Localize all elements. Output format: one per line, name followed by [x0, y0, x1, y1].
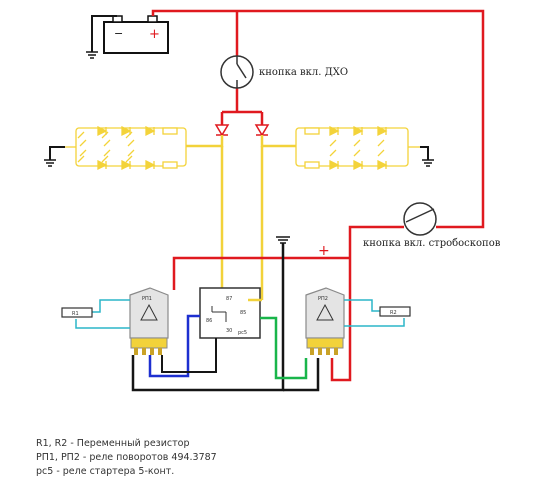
- black-relay-link: [161, 338, 217, 373]
- led-right-ground-wire: [420, 146, 429, 160]
- legend-line-2: РП1, РП2 - реле поворотов 494.3787: [36, 452, 217, 463]
- resistor-r2-label: R2: [390, 310, 397, 316]
- legend-line-3: рс5 - реле стартера 5-конт.: [36, 466, 175, 477]
- led-left-ground-wire: [49, 146, 65, 160]
- pin-30: 30: [226, 328, 232, 334]
- resistor-r2: [379, 306, 411, 317]
- legend-line-1: R1, R2 - Переменный резистор: [36, 438, 190, 449]
- resistor-r2-circuit: [344, 299, 405, 327]
- flasher-relay-rp1: [129, 287, 169, 355]
- battery: − +: [103, 15, 169, 54]
- pin-87: 87: [226, 296, 232, 302]
- resistor-r1-circuit: [75, 299, 130, 329]
- yellow-wires: [186, 135, 296, 300]
- plus-mark: +: [318, 243, 330, 259]
- legend: R1, R2 - Переменный резистор РП1, РП2 - …: [36, 437, 217, 479]
- led-array-right: [295, 125, 420, 171]
- led-array-left: [65, 125, 187, 171]
- red-right-relay-out: [330, 258, 352, 382]
- diode-left: [214, 124, 230, 137]
- strobe-button-switch: [403, 202, 437, 236]
- diode-right: [254, 124, 270, 137]
- drl-button-switch: [220, 55, 254, 89]
- battery-minus-sign: −: [114, 27, 123, 40]
- blue-wire: [148, 314, 200, 378]
- ground-symbol-right: [422, 159, 434, 167]
- green-wire: [260, 316, 308, 380]
- ground-symbol-center: [276, 236, 290, 244]
- flasher-relay-rp2: [305, 287, 345, 355]
- pin-85: 85: [240, 310, 246, 316]
- drl-button-label: кнопка вкл. ДХО: [259, 67, 348, 78]
- resistor-r1-label: R1: [72, 311, 79, 317]
- ground-symbol-battery: [86, 51, 98, 59]
- relay-pc5-label: рс5: [238, 330, 247, 336]
- battery-ground-wire: [91, 15, 117, 52]
- battery-plus-sign: +: [149, 27, 160, 42]
- red-main-wire: [151, 9, 485, 229]
- relay-rp2-label: РП2: [318, 296, 328, 302]
- black-ground-wire: [131, 243, 285, 392]
- strobe-button-label: кнопка вкл. стробоскопов: [363, 238, 501, 249]
- black-ground-wire-right: [283, 358, 320, 392]
- resistor-r1: [61, 307, 93, 318]
- pin-86: 86: [206, 318, 212, 324]
- red-relay-feed: [172, 256, 350, 290]
- relay-rp1-label: РП1: [142, 296, 152, 302]
- starter-relay-pc5: 87 86 85 30 рс5: [199, 287, 261, 339]
- ground-symbol-left: [44, 159, 56, 167]
- red-strobe-feed: [348, 225, 404, 258]
